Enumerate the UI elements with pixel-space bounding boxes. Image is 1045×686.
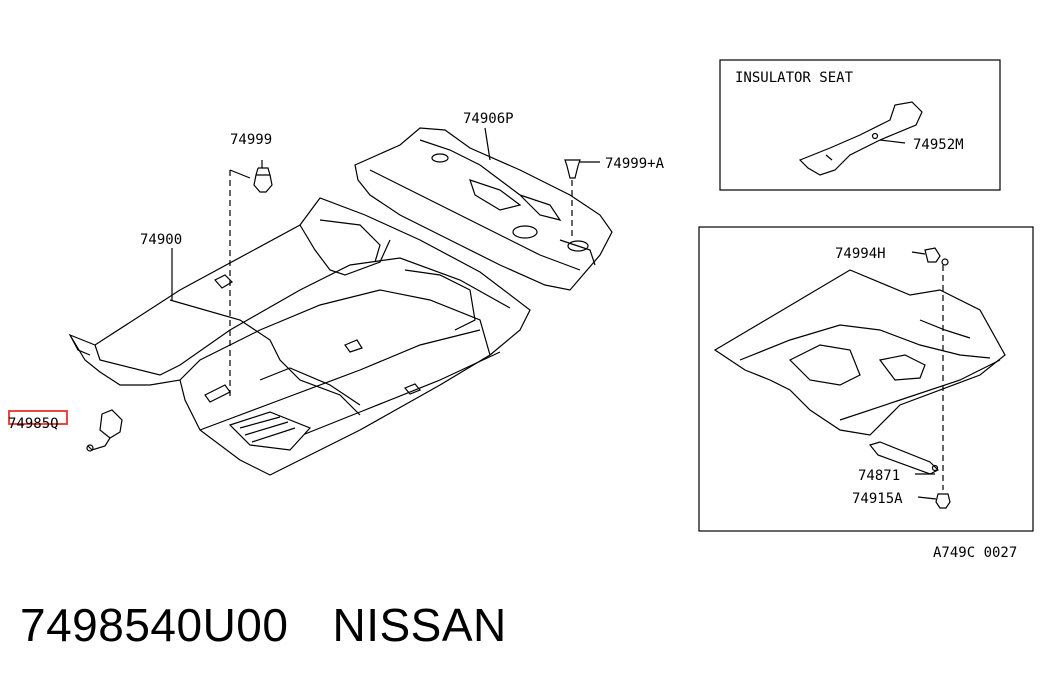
label-74900[interactable]: 74900 [140, 232, 182, 248]
figure-code: A749C 0027 [933, 545, 1017, 561]
page-title: 7498540U00 NISSAN [20, 598, 551, 652]
label-74915A[interactable]: 74915A [852, 491, 903, 507]
label-74871[interactable]: 74871 [858, 468, 900, 484]
highlight-box [8, 410, 68, 425]
label-74985Q[interactable]: 74985Q [8, 416, 59, 432]
label-insulator-seat: INSULATOR SEAT [735, 70, 854, 86]
rear-floor-carpet-part[interactable] [354, 127, 613, 291]
retainer-74994H-part[interactable] [911, 247, 949, 490]
insulator-seat-box [719, 59, 1001, 191]
nut-74915A-part[interactable] [917, 493, 951, 509]
label-74999[interactable]: 74999 [230, 132, 272, 148]
hook-74985Q-part[interactable] [86, 409, 123, 452]
brand-name: NISSAN [332, 599, 507, 651]
insulator-seat-part[interactable] [798, 101, 923, 176]
label-74999A[interactable]: 74999+A [605, 156, 665, 172]
clip-74999A-part[interactable] [564, 159, 600, 240]
detail-floor-part[interactable] [713, 269, 1006, 436]
bracket-74871-part[interactable] [868, 441, 940, 475]
floor-carpet-part[interactable] [68, 197, 531, 476]
label-74952M[interactable]: 74952M [913, 137, 964, 153]
detail-box [698, 226, 1034, 532]
clip-74999-part[interactable] [229, 160, 273, 400]
leader-lines [171, 127, 906, 300]
label-74906P[interactable]: 74906P [463, 111, 514, 127]
part-number: 7498540U00 [20, 599, 289, 651]
label-74994H[interactable]: 74994H [835, 246, 886, 262]
